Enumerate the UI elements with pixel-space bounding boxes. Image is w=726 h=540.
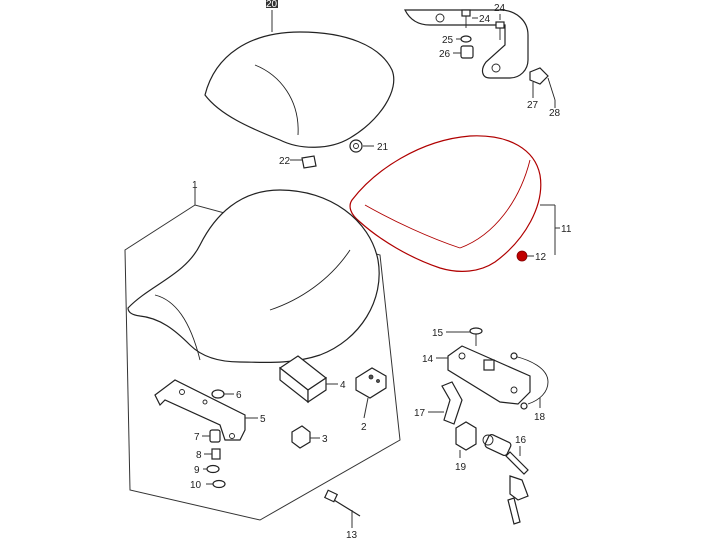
label-3: 3 — [322, 434, 328, 445]
bolt-24a[interactable]: 24 — [461, 9, 491, 28]
label-4: 4 — [340, 380, 346, 391]
part-rear-cover[interactable]: 20 — [204, 0, 395, 148]
label-27: 27 — [527, 100, 539, 111]
collar-25[interactable]: 25 — [442, 35, 472, 46]
label-6: 6 — [236, 390, 242, 401]
part-18-cable[interactable]: 18 — [510, 352, 549, 423]
part-4[interactable]: 4 — [278, 355, 346, 404]
cushion-22[interactable]: 22 — [279, 155, 317, 169]
label-14: 14 — [422, 354, 434, 365]
label-19: 19 — [455, 462, 467, 473]
label-9: 9 — [194, 465, 200, 476]
part-pillion-seat[interactable]: 11 — [349, 135, 572, 272]
label-8: 8 — [196, 450, 202, 461]
part-8[interactable]: 8 — [196, 448, 221, 461]
part-2[interactable]: 2 — [355, 367, 387, 433]
label-5: 5 — [260, 414, 266, 425]
part-7[interactable]: 7 — [194, 429, 221, 443]
label-20: 20 — [266, 0, 278, 10]
part-13[interactable]: 13 — [323, 489, 361, 540]
grommet-26[interactable]: 26 — [439, 45, 474, 60]
label-24a: 24 — [479, 14, 491, 25]
part-main-seat[interactable]: 1 — [124, 180, 401, 521]
label-22: 22 — [279, 156, 291, 167]
part-6[interactable]: 6 — [211, 389, 242, 401]
part-17[interactable]: 17 — [414, 381, 463, 425]
label-13: 13 — [346, 530, 358, 540]
part-10[interactable]: 10 — [190, 479, 226, 491]
label-24b: 24 — [494, 3, 506, 14]
label-18: 18 — [534, 412, 546, 423]
label-12: 12 — [535, 252, 547, 263]
part-9[interactable]: 9 — [194, 464, 220, 476]
label-26: 26 — [439, 49, 451, 60]
part-16-lock-key[interactable]: 16 — [482, 433, 529, 525]
label-10: 10 — [190, 480, 202, 491]
nut-21[interactable]: 21 — [349, 139, 389, 153]
label-2: 2 — [361, 422, 367, 433]
nut-12[interactable]: 12 — [516, 250, 547, 263]
label-box-20 — [266, 0, 278, 8]
label-11: 11 — [561, 224, 572, 235]
label-7: 7 — [194, 432, 200, 443]
label-15: 15 — [432, 328, 444, 339]
fastener-27[interactable]: 27 — [527, 82, 539, 111]
label-28: 28 — [549, 108, 561, 119]
bolt-24b[interactable]: 24 — [494, 3, 506, 40]
part-rear-bracket[interactable] — [404, 9, 556, 101]
part-14[interactable]: 14 — [422, 345, 531, 405]
fastener-28[interactable]: 28 — [549, 100, 561, 119]
label-1: 1 — [192, 180, 198, 191]
part-5[interactable]: 5 — [154, 379, 266, 441]
part-3[interactable]: 3 — [291, 425, 328, 449]
part-19[interactable]: 19 — [455, 421, 477, 473]
label-21: 21 — [377, 142, 389, 153]
label-17: 17 — [414, 408, 426, 419]
label-25: 25 — [442, 35, 454, 46]
part-15[interactable]: 15 — [432, 327, 483, 346]
label-16: 16 — [515, 435, 527, 446]
